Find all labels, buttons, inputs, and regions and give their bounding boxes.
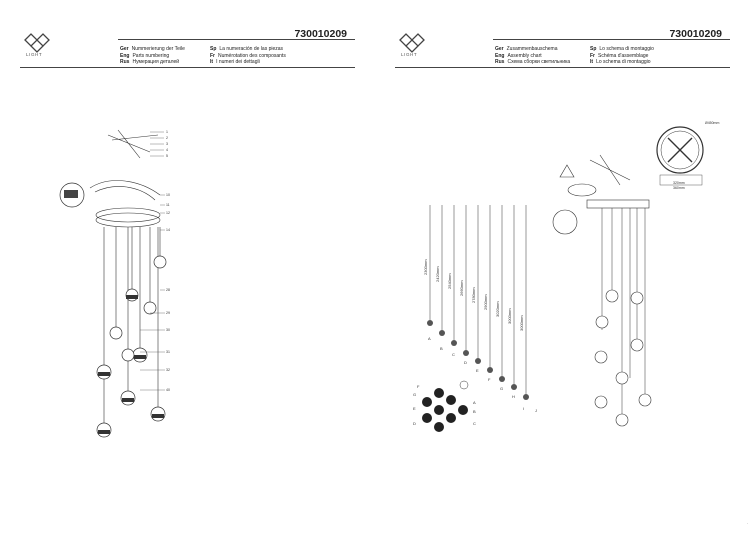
mounting-bracket	[107, 129, 159, 159]
svg-text:E: E	[413, 406, 416, 411]
svg-text:1: 1	[166, 130, 168, 134]
canopy	[567, 183, 597, 197]
svg-text:A: A	[473, 400, 476, 405]
svg-text:3000mm: 3000mm	[507, 308, 512, 324]
svg-text:B: B	[440, 346, 443, 351]
svg-text:B: B	[473, 409, 476, 414]
warning-icon	[559, 164, 575, 178]
svg-text:2: 2	[166, 136, 168, 140]
product-code: 730010209	[669, 28, 722, 40]
mw-logo-icon	[24, 33, 50, 53]
svg-text:J: J	[535, 408, 537, 413]
svg-text:2660mm: 2660mm	[459, 280, 464, 296]
svg-text:G: G	[500, 386, 503, 391]
svg-text:31: 31	[166, 350, 170, 354]
svg-text:E: E	[476, 368, 479, 373]
svg-text:I: I	[523, 406, 524, 411]
globe-layout	[422, 388, 468, 432]
svg-text:2420mm: 2420mm	[435, 266, 440, 282]
assembly-chart-diagram: 2300mm 2420mm 2540mm 2660mm 2780mm 2900m…	[413, 121, 719, 432]
svg-text:Ø450mm: Ø450mm	[705, 121, 719, 125]
svg-text:320mm: 320mm	[673, 181, 685, 185]
mw-logo-icon	[399, 33, 425, 53]
header-rule	[20, 67, 355, 68]
header-rule	[395, 67, 730, 68]
svg-text:5: 5	[166, 154, 168, 158]
svg-text:D: D	[464, 360, 467, 365]
svg-text:32: 32	[166, 368, 170, 372]
page-mark: ·	[746, 521, 748, 526]
svg-text:3000mm: 3000mm	[519, 315, 524, 331]
svg-text:30: 30	[166, 328, 170, 332]
svg-text:11: 11	[166, 203, 170, 207]
svg-text:360mm: 360mm	[673, 186, 685, 190]
svg-text:2900mm: 2900mm	[483, 294, 488, 310]
detail-zoom-circle	[552, 209, 578, 235]
top-view-circle	[656, 126, 704, 174]
header-rule-top	[118, 39, 355, 40]
pendant-globes	[594, 289, 652, 427]
product-code: 730010209	[294, 28, 347, 40]
svg-text:G: G	[413, 392, 416, 397]
svg-text:28: 28	[166, 288, 170, 292]
parts-numbering-diagram: 1 2 3 4 5 10 11 12 14 28 29 30 31 32 40	[59, 129, 170, 438]
svg-text:10: 10	[166, 193, 170, 197]
mounting-bracket	[589, 154, 631, 186]
svg-text:29: 29	[166, 311, 170, 315]
svg-text:2300mm: 2300mm	[423, 259, 428, 275]
svg-text:2540mm: 2540mm	[447, 273, 452, 289]
svg-text:4: 4	[166, 148, 168, 152]
header-rule-top	[493, 39, 730, 40]
detail-zoom-circle	[59, 182, 85, 208]
svg-text:3020mm: 3020mm	[495, 301, 500, 317]
svg-text:A: A	[428, 336, 431, 341]
ceiling-plate	[586, 199, 650, 209]
svg-text:H: H	[512, 394, 515, 399]
svg-text:F: F	[417, 384, 420, 389]
pendant-globes	[96, 255, 167, 438]
svg-text:40: 40	[166, 388, 170, 392]
svg-text:C: C	[473, 421, 476, 426]
svg-text:14: 14	[166, 228, 170, 232]
svg-text:D: D	[413, 421, 416, 426]
logo-text: LIGHT	[26, 52, 43, 57]
ceiling-plate	[95, 207, 161, 223]
logo-text: LIGHT	[401, 52, 418, 57]
svg-text:C: C	[452, 352, 455, 357]
svg-text:2780mm: 2780mm	[471, 287, 476, 303]
svg-text:12: 12	[166, 211, 170, 215]
svg-text:3: 3	[166, 142, 168, 146]
svg-text:F: F	[488, 377, 491, 382]
